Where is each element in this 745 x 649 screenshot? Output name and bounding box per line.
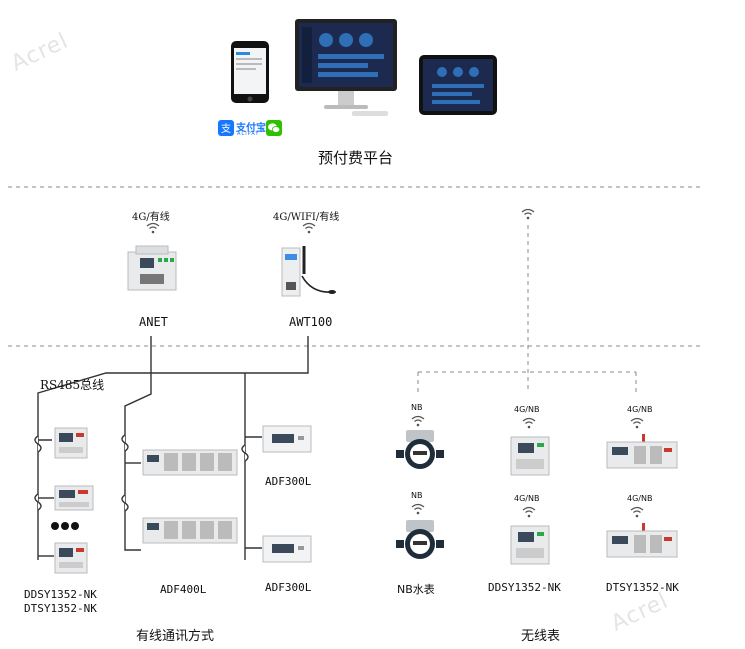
wired-adf400l-name: ADF400L	[160, 583, 207, 596]
wireless-ddsy-name: DDSY1352-NK	[488, 581, 561, 594]
platform-title: 预付费平台	[318, 149, 394, 167]
nb-water-meter-device	[396, 520, 444, 559]
wifi-icon	[522, 506, 536, 518]
wired-meter-name-2: DTSY1352-NK	[24, 602, 97, 615]
wechat-icon	[266, 120, 282, 136]
dtsy-wireless-meter-device	[606, 523, 678, 558]
ddsy-conn-top: 4G/NB	[514, 405, 540, 414]
din-meter-device	[54, 427, 88, 459]
gateway-awt100-name: AWT100	[289, 315, 333, 329]
adf300l-device	[262, 535, 312, 563]
bus-break	[34, 435, 42, 453]
dtsy-conn-bottom: 4G/NB	[627, 494, 653, 503]
ddsy-conn-bottom: 4G/NB	[514, 494, 540, 503]
smartphone-icon	[231, 41, 269, 103]
wired-adf300l-name-bottom: ADF300L	[265, 581, 312, 594]
wired-adf300l-name-top: ADF300L	[265, 475, 312, 488]
rs485-bus-label: RS485总线	[40, 378, 105, 392]
alipay-sublabel: ALIPAY	[237, 131, 260, 137]
wifi-icon	[302, 222, 316, 234]
wifi-icon	[630, 417, 644, 429]
wifi-icon	[521, 208, 535, 220]
wired-meter-name-1: DDSY1352-NK	[24, 588, 97, 601]
ddsy-wireless-meter-device	[510, 525, 550, 565]
nb-conn-bottom: NB	[411, 491, 423, 500]
dtsy-conn-top: 4G/NB	[627, 405, 653, 414]
gateway-anet-name: ANET	[139, 315, 168, 329]
anet-gateway-device	[127, 245, 177, 291]
ellipsis-dots-icon	[51, 522, 79, 530]
wifi-icon	[630, 506, 644, 518]
adf400l-device	[142, 449, 238, 476]
tablet-icon	[419, 55, 497, 115]
adf400l-device	[142, 517, 238, 544]
alipay-label: 支付宝	[236, 123, 266, 134]
awt100-gateway-device	[281, 246, 336, 297]
wire-anet	[124, 336, 152, 551]
dtsy-wireless-meter-device	[606, 434, 678, 469]
nb-water-meter-device	[396, 430, 444, 469]
wire-awt100	[37, 336, 309, 441]
alipay-icon: 支	[218, 120, 234, 136]
wired-section-label: 有线通讯方式	[136, 629, 215, 644]
wifi-icon	[522, 417, 536, 429]
wifi-icon	[146, 222, 160, 234]
gateway-anet-conn: 4G/有线	[132, 212, 170, 223]
din-meter-device	[54, 485, 94, 511]
ddsy-wireless-meter-device	[510, 436, 550, 476]
wireless-dtsy-name: DTSY1352-NK	[606, 581, 679, 594]
nb-conn-top: NB	[411, 403, 423, 412]
desktop-monitor-icon	[295, 19, 397, 116]
din-meter-device	[54, 542, 88, 574]
wireless-nb-water-name: NB水表	[397, 583, 435, 596]
wireless-section-label: 无线表	[521, 629, 561, 644]
wifi-icon	[411, 503, 425, 515]
adf300l-device	[262, 425, 312, 453]
svg-text:支: 支	[221, 123, 231, 135]
gateway-awt100-conn: 4G/WIFI/有线	[273, 212, 340, 223]
wifi-icon	[411, 415, 425, 427]
